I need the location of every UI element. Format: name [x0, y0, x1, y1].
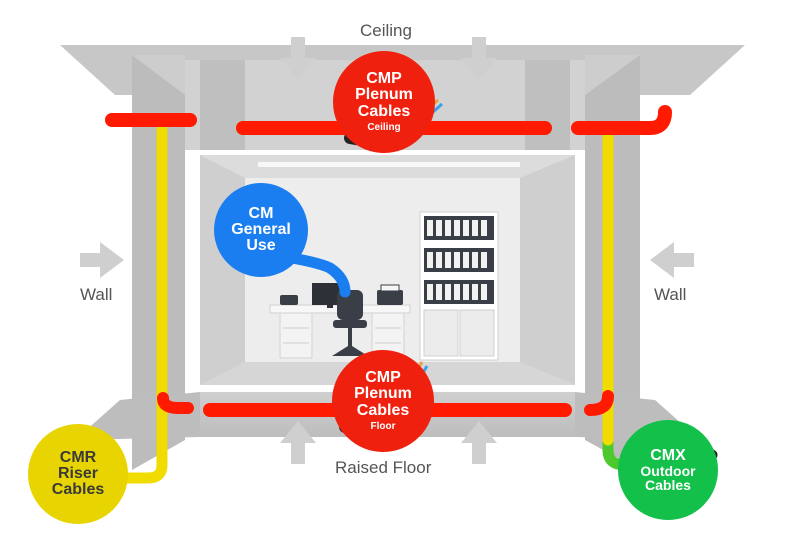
badge-line-3: Cables	[357, 102, 411, 120]
plenum-left-bevel	[200, 60, 245, 150]
raised-floor-label: Raised Floor	[335, 458, 432, 477]
plenum-pipe-right	[571, 105, 672, 135]
badge-sub: Ceiling	[367, 121, 401, 133]
cmp-ceiling-badge: CMP Plenum Cables Ceiling	[333, 51, 435, 153]
room-right-wall	[520, 155, 575, 385]
office-chair-icon	[332, 290, 368, 356]
cmx-outdoor-badge: CMX Outdoor Cables	[618, 420, 718, 520]
badge-line-3: Cables	[645, 477, 691, 494]
badge-line-2: Plenum	[355, 86, 413, 104]
ceiling-arrow-left	[280, 37, 316, 80]
badge-line-1: CMR	[59, 448, 97, 466]
badge-sub: Floor	[370, 420, 396, 432]
floor-pipe-left	[157, 392, 194, 414]
badge-line-1: CMP	[365, 368, 401, 386]
cmp-floor-badge: CMP Plenum Cables Floor	[332, 350, 434, 452]
riser-pipe	[114, 124, 168, 484]
cm-general-badge: CM General Use	[214, 183, 308, 277]
floor-arrow-right	[461, 421, 497, 464]
badge-line-3: Cables	[356, 401, 410, 419]
office-furniture	[269, 211, 499, 361]
wall-right-label: Wall	[654, 285, 687, 304]
badge-line-2: Outdoor	[640, 462, 696, 479]
badge-line-3: Cables	[51, 481, 105, 499]
badge-line-2: Plenum	[354, 385, 412, 403]
ceiling-label: Ceiling	[360, 21, 412, 40]
floor-arrow-left	[280, 421, 316, 464]
plenum-right-bevel	[525, 60, 570, 150]
badge-line-2: General	[231, 220, 291, 238]
wall-left-label: Wall	[80, 285, 113, 304]
badge-line-1: CMP	[366, 69, 402, 87]
floor-pipe-right	[584, 390, 614, 416]
printer-icon	[377, 284, 403, 305]
direction-arrows	[80, 37, 694, 464]
badge-line-1: CMX	[650, 446, 686, 464]
badge-line-1: CM	[248, 204, 274, 222]
badge-line-3: Use	[246, 237, 276, 255]
telephone-icon	[280, 295, 298, 305]
wall-arrow-right	[650, 242, 694, 278]
ceiling-arrow-right	[461, 37, 497, 80]
file-cabinet-icon	[419, 211, 499, 361]
badge-line-2: Riser	[57, 464, 99, 482]
ceiling-light	[258, 162, 520, 167]
cmr-riser-badge: CMR Riser Cables	[28, 424, 128, 524]
wall-arrow-left	[80, 242, 124, 278]
